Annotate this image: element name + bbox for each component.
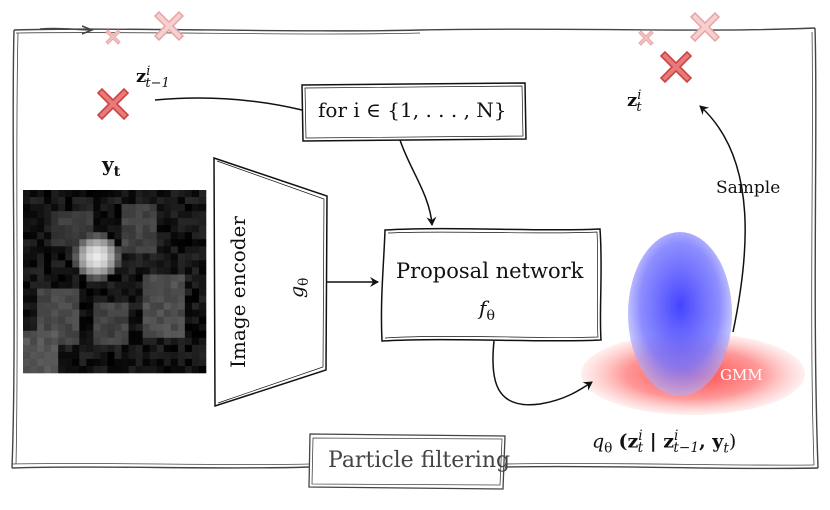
proposal-network-block (380, 227, 602, 342)
particle-to-loop-connector (154, 97, 303, 111)
faded-particle-cross-small (105, 29, 121, 45)
loop-label: for i ∈ {1, . . . , N} (318, 98, 507, 122)
image-encoder-label: Image encoder (226, 216, 250, 368)
gmm-blue-component (628, 232, 732, 396)
particle-filtering-title: Particle filtering (328, 448, 511, 473)
particle-filter-frame (11, 27, 819, 470)
loop-block (301, 82, 527, 142)
gmm-label: GMM (720, 366, 763, 384)
gmm-to-sample-arrow (699, 105, 746, 333)
new-particle-label: zit (627, 88, 642, 115)
proposal-network-symbol: fθ (479, 296, 496, 325)
prev-particle-label: zit−1 (136, 64, 170, 91)
particle-filtering-label-box (308, 433, 506, 490)
faded-particle-cross-large (154, 11, 184, 41)
proposal-to-gmm-arrow (492, 340, 593, 406)
prev-particle-cross (96, 87, 130, 121)
loop-to-proposal-arrow (399, 139, 437, 226)
new-particle-cross (659, 50, 693, 84)
image-encoder-symbol: gθ (286, 277, 312, 298)
observation-image (23, 190, 207, 374)
proposal-network-label: Proposal network (396, 259, 584, 283)
sample-label: Sample (716, 178, 781, 198)
image-encoder-block (213, 156, 328, 408)
faded-particle-cross-large-right (690, 12, 720, 42)
proposal-distribution-label: qθ (zit | zit−1, yt) (592, 428, 737, 457)
observation-label: yt (102, 152, 121, 181)
faded-particle-cross-small-right (638, 30, 654, 46)
frame-loop-arrow (39, 28, 92, 30)
